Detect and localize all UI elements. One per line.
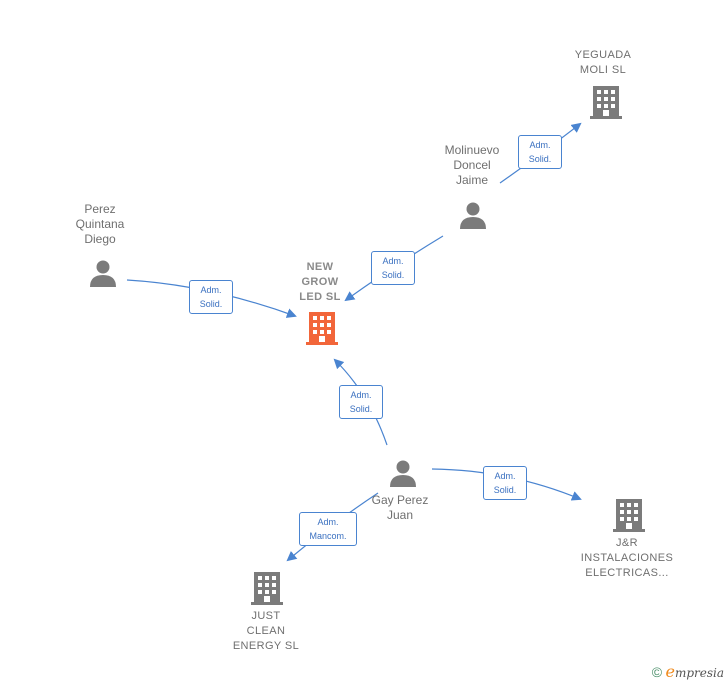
building-icon xyxy=(613,499,645,532)
edge-label-gay-newgrow: Adm. Solid. xyxy=(339,385,383,419)
node-label-just-clean[interactable]: JUST CLEAN ENERGY SL xyxy=(232,610,300,652)
node-label-new-grow-led[interactable]: NEW GROW LED SL xyxy=(299,261,341,303)
building-icon-center xyxy=(306,312,338,345)
node-label-molinuevo[interactable]: Molinuevo Doncel Jaime xyxy=(444,143,500,187)
brand-rest: mpresia xyxy=(674,666,724,680)
edge-label-molinuevo-yeguada: Adm. Solid. xyxy=(518,135,562,169)
building-icon xyxy=(590,86,622,119)
node-label-perez-quintana[interactable]: Perez Quintana Diego xyxy=(75,202,125,246)
person-icon xyxy=(460,202,486,229)
edge-label-perez-newgrow: Adm. Solid. xyxy=(189,280,233,314)
node-label-yeguada-moli[interactable]: YEGUADA MOLI SL xyxy=(574,49,632,76)
empresia-logo: © empresia xyxy=(652,662,724,681)
node-label-jr-instalaciones[interactable]: J&R INSTALACIONES ELECTRICAS... xyxy=(580,537,674,579)
person-icon xyxy=(90,260,116,287)
edge-label-molinuevo-newgrow: Adm. Solid. xyxy=(371,251,415,285)
brand-e: e xyxy=(665,662,675,681)
edge-label-gay-jr: Adm. Solid. xyxy=(483,466,527,500)
edge-label-gay-justclean: Adm. Mancom. xyxy=(299,512,357,546)
node-label-gay-perez[interactable]: Gay Perez Juan xyxy=(371,493,429,522)
building-icon xyxy=(251,572,283,605)
person-icon xyxy=(390,460,416,487)
copyright-symbol: © xyxy=(651,664,663,680)
